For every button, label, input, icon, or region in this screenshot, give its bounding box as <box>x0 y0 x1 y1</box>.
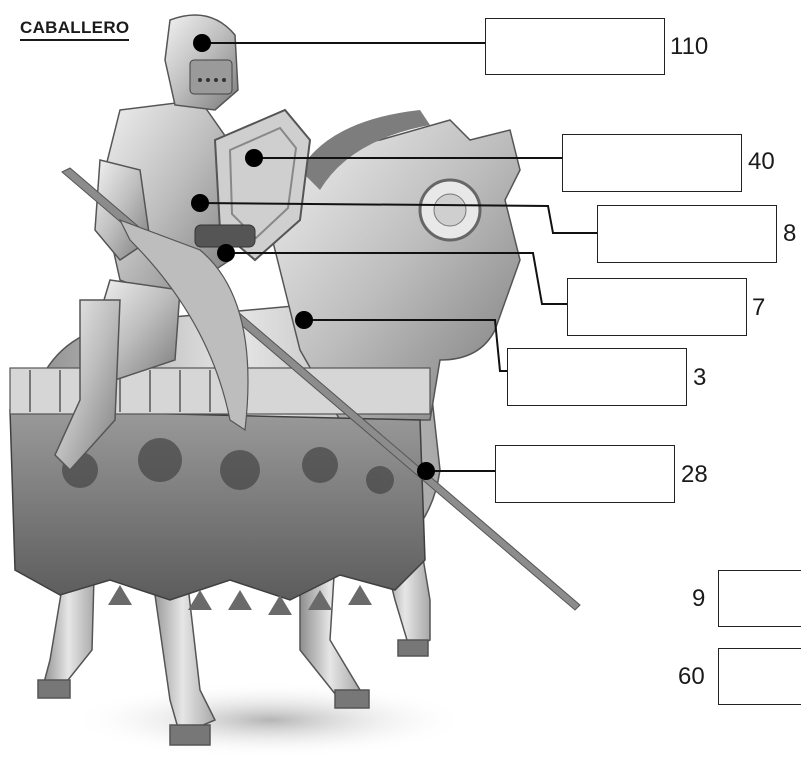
answer-box-7[interactable] <box>567 278 747 336</box>
leader-line-3 <box>304 320 508 371</box>
answer-box-8[interactable] <box>597 205 777 263</box>
answer-box-9[interactable] <box>718 570 801 627</box>
label-number-7: 7 <box>752 295 765 321</box>
label-number-3: 3 <box>693 365 706 391</box>
leader-line-8 <box>200 203 598 233</box>
label-number-110: 110 <box>670 34 708 60</box>
label-number-8: 8 <box>783 221 796 247</box>
leader-line-7 <box>226 253 568 304</box>
answer-box-110[interactable] <box>485 18 665 75</box>
pointer-dot-8 <box>191 194 209 212</box>
pointer-dot-3 <box>295 311 313 329</box>
answer-box-3[interactable] <box>507 348 687 406</box>
pointer-dot-110 <box>193 34 211 52</box>
label-number-28: 28 <box>681 462 708 488</box>
label-number-40: 40 <box>748 149 775 175</box>
label-number-9: 9 <box>692 586 705 612</box>
answer-box-60[interactable] <box>718 648 801 705</box>
pointer-dot-40 <box>245 149 263 167</box>
label-number-60: 60 <box>678 664 705 690</box>
pointer-dot-7 <box>217 244 235 262</box>
answer-box-40[interactable] <box>562 134 742 192</box>
answer-box-28[interactable] <box>495 445 675 503</box>
pointer-dot-28 <box>417 462 435 480</box>
